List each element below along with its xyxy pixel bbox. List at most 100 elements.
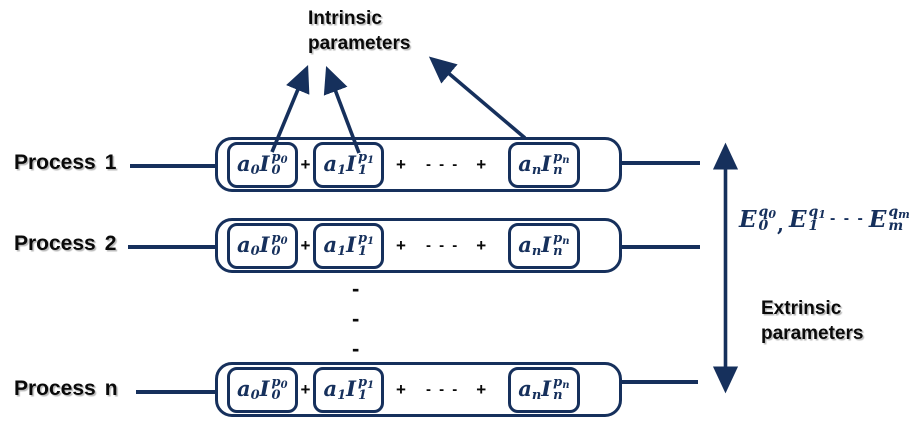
vertical-ellipsis-dash: -: [352, 336, 360, 361]
sup-p: p: [553, 230, 563, 246]
sup-p: p: [271, 230, 281, 246]
coef-sub: 1: [337, 162, 347, 178]
base-I: I: [346, 151, 356, 176]
base-E: E: [788, 205, 807, 233]
sup-p: p: [357, 374, 368, 390]
plus-sign: +: [396, 379, 406, 399]
vertical-ellipsis-dash: -: [352, 276, 360, 301]
coef-a: a: [323, 151, 338, 176]
coef-a: a: [323, 376, 338, 401]
base-I: I: [541, 376, 552, 401]
sup-q: q: [758, 204, 769, 220]
coef-sub: n: [531, 387, 542, 403]
coef-sub: 0: [250, 243, 260, 259]
coef-a: a: [237, 376, 251, 401]
sup-p: p: [357, 149, 368, 165]
plus-sign: +: [396, 154, 406, 174]
process-n-right-line: [612, 380, 698, 384]
sup-index: n: [562, 235, 570, 247]
ellipsis-dashes: - - -: [425, 237, 460, 254]
sup-index: n: [562, 154, 570, 166]
base-E: E: [739, 205, 757, 233]
sup-index: n: [562, 379, 570, 391]
sup-index: 0: [280, 235, 288, 247]
coef-sub: 0: [250, 162, 260, 178]
coef-sub: n: [531, 162, 542, 178]
process-2-label: Process 2: [14, 232, 116, 256]
process-1-connector-line: [130, 164, 216, 168]
sup-index: m: [898, 208, 910, 221]
coef-sub: n: [531, 243, 542, 259]
base-sub: 0: [758, 218, 769, 234]
plus-sign: +: [476, 154, 487, 174]
base-sub: 0: [271, 162, 281, 178]
plus-sign: +: [476, 379, 487, 399]
sup-p: p: [357, 230, 368, 246]
process-2-label-word: Process: [14, 232, 96, 255]
plus-sign: +: [476, 235, 487, 255]
plus-sign: +: [300, 235, 311, 255]
plus-sign: +: [300, 154, 311, 174]
ellipsis-dashes: - - -: [425, 381, 460, 398]
sup-index: 1: [367, 154, 375, 166]
coef-a: a: [518, 232, 532, 257]
base-sub: 0: [271, 387, 281, 403]
sup-index: 0: [280, 379, 288, 391]
base-I: I: [541, 232, 552, 257]
intrinsic-parameters-heading: Intrinsic parameters: [308, 6, 410, 56]
base-sub: n: [553, 387, 563, 403]
sup-p: p: [271, 149, 281, 165]
process-2-label-index: 2: [104, 232, 117, 255]
sup-index: 1: [818, 208, 826, 221]
intrinsic-heading-line2: parameters: [308, 33, 411, 55]
base-sub: n: [553, 243, 563, 259]
comma: ,: [776, 212, 784, 236]
base-I: I: [541, 151, 552, 176]
base-I: I: [346, 232, 356, 257]
coef-sub: 0: [250, 387, 260, 403]
process-1-label: Process 1: [14, 151, 116, 175]
base-I: I: [259, 376, 270, 401]
sup-p: p: [271, 374, 281, 390]
coef-a: a: [237, 232, 251, 257]
base-sub: 1: [808, 218, 819, 234]
base-sub: 1: [357, 243, 368, 259]
base-E: E: [868, 205, 887, 233]
sup-index: 1: [367, 379, 375, 391]
base-sub: 1: [357, 387, 368, 403]
base-I: I: [259, 151, 270, 176]
process-1-right-line: [612, 161, 700, 165]
plus-sign: +: [396, 235, 406, 255]
extrinsic-parameters-heading: Extrinsic parameters: [761, 296, 863, 346]
sup-index: 1: [367, 235, 375, 247]
ellipsis-dashes: - - -: [829, 210, 865, 227]
sup-p: p: [553, 149, 563, 165]
sup-q: q: [888, 204, 899, 220]
process-1-label-index: 1: [104, 151, 117, 174]
vertical-ellipsis-dash: -: [352, 306, 360, 331]
sup-p: p: [553, 374, 563, 390]
base-sub: 0: [271, 243, 281, 259]
process-n-label-index: n: [104, 377, 118, 400]
coef-a: a: [518, 376, 532, 401]
extrinsic-heading-line2: parameters: [761, 323, 864, 345]
sup-index: 0: [280, 154, 288, 166]
intrinsic-heading-line1: Intrinsic: [308, 8, 382, 29]
base-I: I: [259, 232, 270, 257]
process-2-connector-line: [128, 245, 216, 249]
base-sub: m: [888, 218, 904, 234]
process-1-label-word: Process: [14, 151, 96, 174]
process-2-right-line: [612, 245, 700, 249]
intrinsic-arrow-3: [428, 56, 527, 140]
